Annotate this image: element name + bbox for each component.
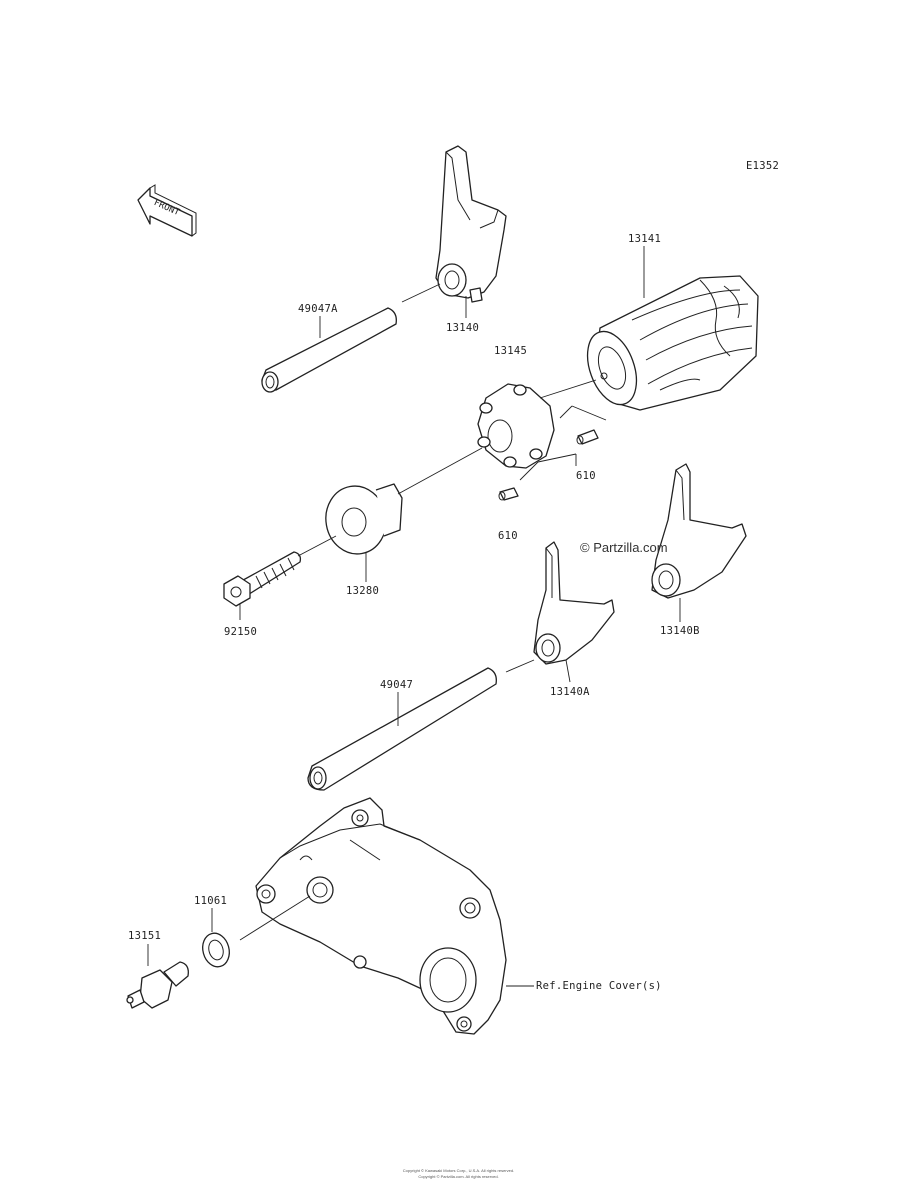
label-13280: 13280 (346, 585, 380, 597)
label-49047a: 49047A (298, 303, 338, 315)
label-13140: 13140 (446, 322, 480, 334)
watermark: © Partzilla.com (580, 540, 668, 555)
oring-11061-part (202, 932, 230, 968)
label-92150: 92150 (224, 626, 258, 638)
label-11061: 11061 (194, 895, 228, 907)
bolt-92150-part (223, 551, 302, 607)
footer-line-1: Copyright © Kawasaki Motors Corp., U.S.A… (402, 1168, 515, 1173)
leader-lines (147, 246, 681, 987)
switch-13151-part (126, 961, 189, 1009)
diagram-code: E1352 (746, 160, 780, 172)
drum-13141-part (586, 275, 759, 411)
pin-610-lower-part (498, 487, 519, 501)
label-13140b: 13140B (660, 625, 700, 637)
label-13141: 13141 (628, 233, 662, 245)
label-610-lower: 610 (498, 530, 518, 542)
holder-13145-part (477, 383, 555, 469)
footer-line-2: Copyright © Partzilla.com. All rights re… (418, 1174, 499, 1179)
label-13140a: 13140A (550, 686, 590, 698)
engine-cover-part (255, 797, 507, 1035)
plate-13280-part (325, 483, 403, 555)
label-13145: 13145 (494, 345, 528, 357)
fork-13140-part (435, 145, 507, 303)
shaft-49047a-part (261, 307, 397, 393)
front-arrow-icon: FRONT (137, 184, 197, 237)
fork-13140a-part (533, 541, 615, 665)
pin-610-upper-part (576, 429, 599, 445)
label-ref-engine-cover: Ref.Engine Cover(s) (536, 980, 662, 992)
label-49047: 49047 (380, 679, 414, 691)
shaft-49047-part (307, 667, 497, 791)
fork-13140b-part (651, 463, 747, 599)
label-13151: 13151 (128, 930, 162, 942)
label-610-upper: 610 (576, 470, 596, 482)
